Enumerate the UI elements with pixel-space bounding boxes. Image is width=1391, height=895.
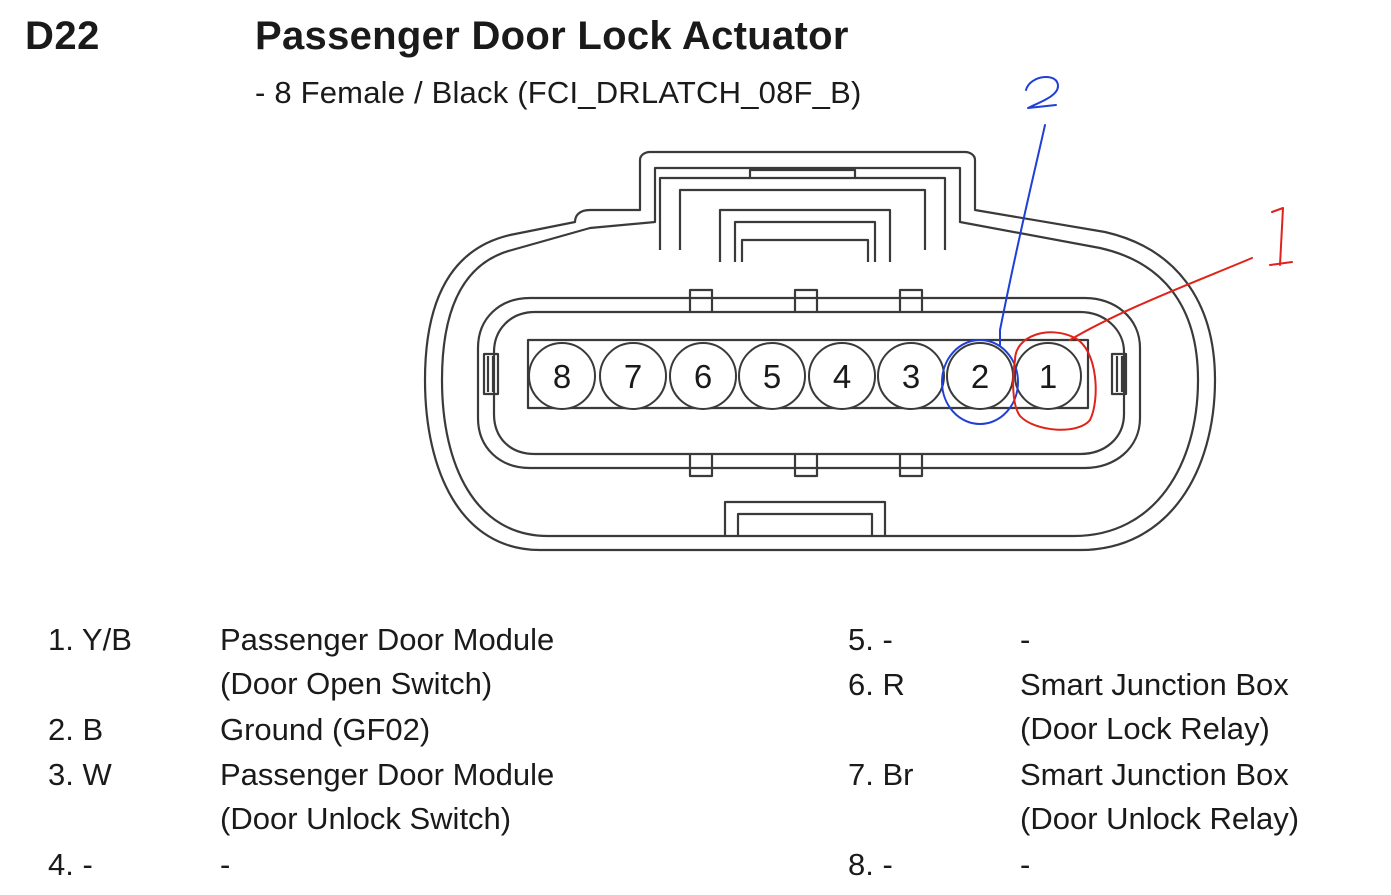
- annotation-line-pin2: [999, 124, 1046, 346]
- bottom-tab-inner: [736, 512, 874, 536]
- page-title: Passenger Door Lock Actuator: [255, 14, 849, 58]
- key-top-2: [793, 288, 819, 312]
- pin-number-1: 1: [1039, 358, 1057, 395]
- key-top-1: [688, 288, 714, 312]
- pin-circle-7: [599, 342, 667, 410]
- annotation-circle-pin2: [941, 339, 1019, 425]
- pin-circle-5: [738, 342, 806, 410]
- pin-number-7: 7: [624, 358, 642, 395]
- key-bottom-1: [688, 454, 714, 478]
- housing-outer-inner-line: [440, 166, 1200, 538]
- pin-circle-6: [669, 342, 737, 410]
- housing-outer: [423, 150, 1217, 552]
- cavity-outer: [476, 296, 1142, 470]
- pin-circle-1: [1014, 342, 1082, 410]
- key-bottom-3: [898, 454, 924, 478]
- pin-number-8: 8: [553, 358, 571, 395]
- annotation-handwritten-2: [1025, 76, 1059, 109]
- annotation-line-pin1: [1069, 257, 1253, 341]
- pin-number-2: 2: [971, 358, 989, 395]
- pin-number-3: 3: [902, 358, 920, 395]
- lock-block-inner: [733, 220, 877, 262]
- annotation-handwritten-1: [1269, 207, 1293, 266]
- key-top-3: [898, 288, 924, 312]
- pin-circle-4: [808, 342, 876, 410]
- pin-circle-8: [528, 342, 596, 410]
- latch-tower: [658, 176, 947, 250]
- latch-tab: [748, 168, 857, 178]
- annotation-circle-pin1: [1012, 331, 1097, 431]
- lock-key: [740, 238, 870, 262]
- cavity-inner: [492, 310, 1126, 456]
- latch-tower-inner: [678, 188, 927, 250]
- pin-number-4: 4: [833, 358, 851, 395]
- terminal-row: [526, 338, 1090, 410]
- pin-number-6: 6: [694, 358, 712, 395]
- connector-spec: - 8 Female / Black (FCI_DRLATCH_08F_B): [255, 75, 862, 110]
- connector-code: D22: [25, 14, 100, 58]
- key-bottom-2: [793, 454, 819, 478]
- bottom-tab: [723, 500, 887, 536]
- side-latch-left: [482, 352, 500, 396]
- lock-block: [718, 208, 892, 262]
- pin-circles: 8 7 6 5 4 3 2 1: [528, 342, 1082, 410]
- pin-number-5: 5: [763, 358, 781, 395]
- pin-circle-3: [877, 342, 945, 410]
- side-latch-right: [1110, 352, 1128, 396]
